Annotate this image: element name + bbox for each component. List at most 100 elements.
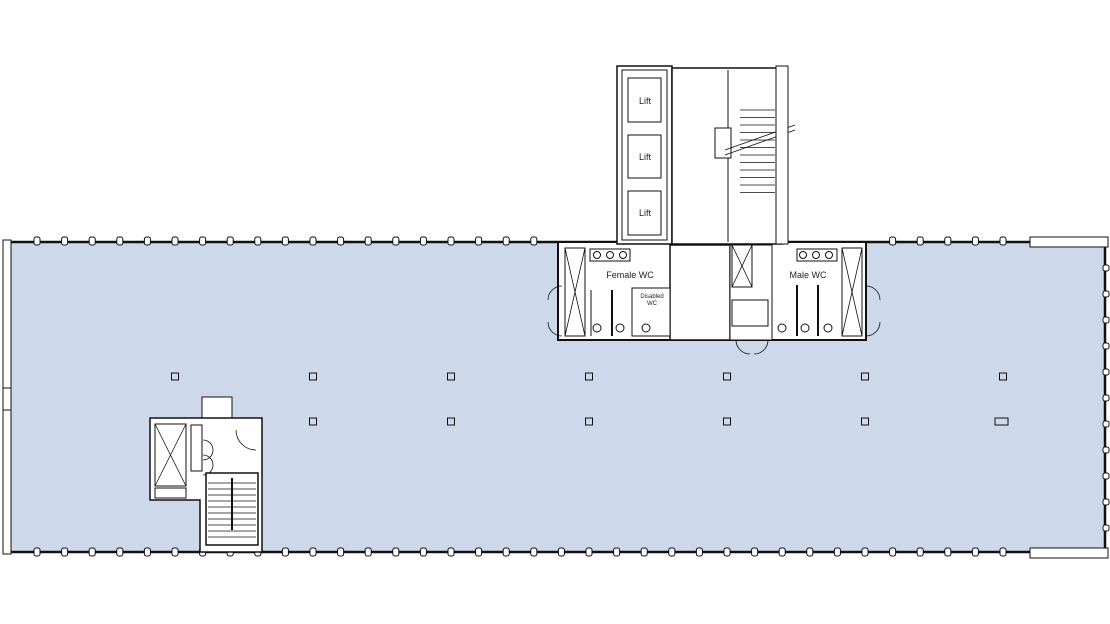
office-floor-area — [2, 236, 1109, 559]
pilaster — [392, 236, 400, 246]
pilaster — [640, 547, 648, 557]
pilaster — [143, 236, 151, 246]
pilaster — [88, 236, 96, 246]
lift-label: Lift — [639, 152, 652, 162]
pilaster — [419, 236, 427, 246]
pilaster — [1102, 342, 1110, 350]
column — [447, 372, 455, 381]
pilaster — [116, 236, 124, 246]
pilaster — [1102, 394, 1110, 402]
pilaster — [281, 236, 289, 246]
core-wc-wing — [547, 227, 881, 355]
basin — [619, 251, 627, 259]
pilaster — [1102, 498, 1110, 506]
pilaster — [889, 236, 897, 246]
pilaster — [116, 547, 124, 557]
pilaster — [1102, 316, 1110, 324]
pilaster — [281, 547, 289, 557]
pilaster — [143, 547, 151, 557]
stair-treads — [208, 478, 256, 538]
toilet — [641, 323, 651, 333]
pilaster — [392, 547, 400, 557]
structural-columns — [171, 372, 1009, 426]
pilaster — [1102, 420, 1110, 428]
male-wc-label: Male WC — [789, 270, 827, 280]
toilet — [800, 323, 810, 333]
pilaster — [833, 547, 841, 557]
column — [999, 372, 1007, 381]
pilaster — [916, 236, 924, 246]
pilaster — [254, 236, 262, 246]
pilaster — [944, 547, 952, 557]
pilaster — [447, 236, 455, 246]
column — [994, 417, 1009, 426]
pilaster — [1102, 290, 1110, 298]
pilaster — [364, 236, 372, 246]
pilaster — [557, 547, 565, 557]
pilaster — [171, 236, 179, 246]
pilaster — [530, 547, 538, 557]
pilaster — [723, 547, 731, 557]
toilet — [615, 323, 625, 333]
pilaster — [61, 547, 69, 557]
pilaster — [806, 547, 814, 557]
pilaster — [668, 547, 676, 557]
pilaster — [199, 236, 207, 246]
lift-label: Lift — [639, 208, 652, 218]
pilaster — [337, 547, 345, 557]
pilaster — [1102, 368, 1110, 376]
pilaster — [447, 547, 455, 557]
pilaster — [61, 236, 69, 246]
basin — [825, 251, 833, 259]
column — [723, 372, 731, 381]
pilaster — [337, 236, 345, 246]
stair-treads — [740, 109, 775, 193]
pilaster — [309, 547, 317, 557]
column — [861, 372, 869, 381]
basin — [593, 251, 601, 259]
pilaster — [999, 547, 1007, 557]
pilaster — [502, 547, 510, 557]
pilaster — [88, 547, 96, 557]
column — [585, 417, 593, 426]
secondary-stair-core — [149, 396, 263, 553]
column — [309, 417, 317, 426]
pilaster — [364, 547, 372, 557]
basin — [799, 251, 807, 259]
pilaster — [419, 547, 427, 557]
pilaster — [530, 236, 538, 246]
pilaster — [613, 547, 621, 557]
pilaster — [751, 547, 759, 557]
pilaster — [971, 547, 979, 557]
wc-fixtures — [592, 251, 833, 333]
pilaster — [944, 236, 952, 246]
pilaster — [475, 236, 483, 246]
pilaster — [502, 236, 510, 246]
column — [171, 372, 179, 381]
pilaster — [971, 236, 979, 246]
pilaster — [1102, 264, 1110, 272]
lift-3 — [627, 190, 662, 236]
pilaster — [475, 547, 483, 557]
column — [309, 372, 317, 381]
toilet — [823, 323, 833, 333]
pilaster — [1102, 472, 1110, 480]
room-labels: Lift Lift Lift Female WC Male WC Disable… — [606, 96, 827, 307]
column — [447, 417, 455, 426]
pilaster — [999, 236, 1007, 246]
lift-stair-core — [616, 65, 796, 245]
pilaster — [33, 547, 41, 557]
basin — [812, 251, 820, 259]
pilaster — [1102, 524, 1110, 532]
pilaster — [1102, 446, 1110, 454]
pilaster — [309, 236, 317, 246]
lift-1 — [627, 77, 662, 123]
pilaster — [171, 547, 179, 557]
pilaster — [778, 547, 786, 557]
pilaster — [861, 547, 869, 557]
pilaster — [889, 547, 897, 557]
pilaster — [33, 236, 41, 246]
pilaster — [695, 547, 703, 557]
toilet — [777, 323, 787, 333]
